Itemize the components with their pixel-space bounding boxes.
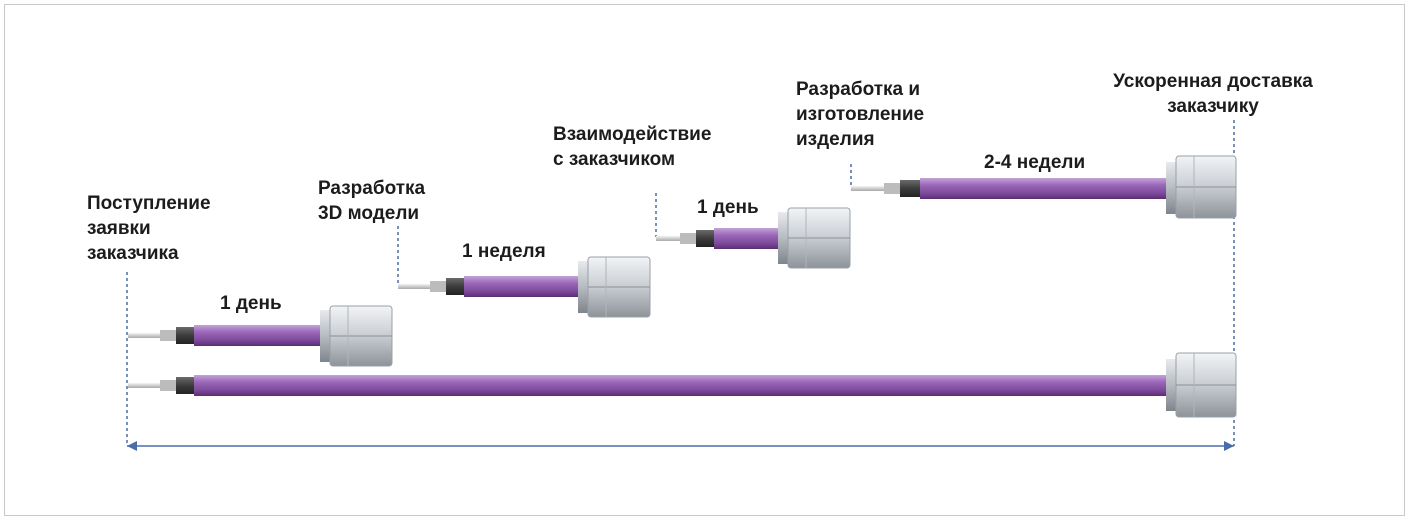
cable-stage-1 (128, 305, 393, 367)
duration-label-3: 1 день (697, 197, 759, 218)
cable-stage-4 (851, 155, 1237, 219)
stage-label-request: Поступление заявки заказчика (87, 193, 211, 264)
cable-total (128, 352, 1237, 418)
stage-label-customer-interaction: Взаимодействие с заказчиком (553, 124, 712, 170)
duration-label-2: 1 неделя (462, 241, 546, 262)
cable-stage-3 (656, 207, 851, 269)
diagram-frame (4, 4, 1405, 516)
duration-label-1: 1 день (220, 293, 282, 314)
stage-label-manufacturing: Разработка и изготовление изделия (796, 79, 925, 150)
cable-stage-2 (398, 256, 651, 318)
stage-label-delivery: Ускоренная доставка заказчику (1113, 71, 1313, 117)
duration-label-4: 2-4 недели (984, 152, 1086, 173)
stage-label-3d-model: Разработка 3D модели (318, 178, 426, 224)
